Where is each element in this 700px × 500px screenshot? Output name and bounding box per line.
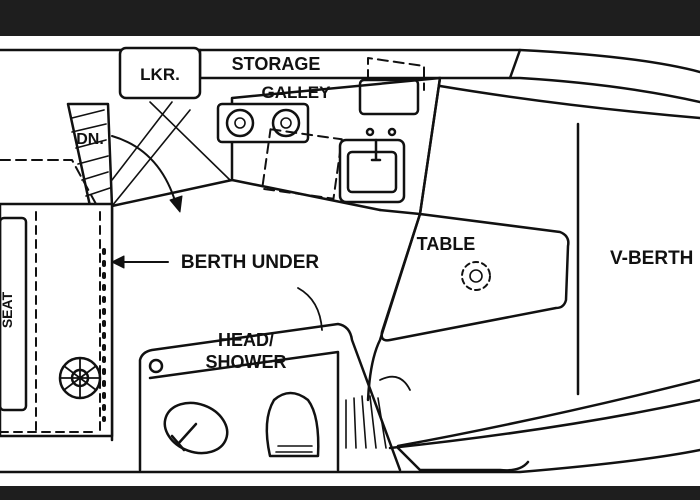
- head-sink-faucet: [170, 422, 198, 452]
- faucet-knob-left: [365, 127, 375, 137]
- head-vent: [148, 358, 164, 374]
- seat-dashes: [0, 211, 101, 433]
- table-pedestal: [461, 261, 491, 291]
- vberth-partition: [366, 76, 580, 402]
- hull-inner-line: [198, 76, 700, 104]
- faucet-knob-right: [387, 127, 397, 137]
- burner-left: [225, 108, 255, 138]
- burner-left-inner: [234, 117, 246, 129]
- galley-label: GALLEY: [262, 83, 332, 102]
- door-swing-arc: [297, 287, 323, 331]
- door-swing-arc-2: [379, 375, 411, 391]
- vberth-outline: [396, 84, 700, 448]
- seat-block: [0, 202, 114, 438]
- sink-small: [358, 78, 420, 116]
- top-bar: [0, 0, 700, 36]
- table-label: TABLE: [417, 234, 476, 254]
- stairs-steps: [71, 109, 111, 197]
- down-arrow-head: [169, 195, 183, 213]
- head-label-line2: SHOWER: [206, 352, 287, 372]
- head-sink: [163, 401, 229, 455]
- head-label-line1: HEAD/: [218, 330, 274, 350]
- dashed-cabinet: [367, 57, 425, 91]
- toilet-seat: [275, 445, 313, 453]
- dashed-fridge: [261, 128, 343, 200]
- hull-outline: [0, 48, 700, 474]
- down-label: DN.: [76, 131, 104, 148]
- hatched-wedge: [345, 395, 387, 449]
- stove: [216, 102, 310, 144]
- galley-sink: [338, 138, 406, 204]
- down-arrow-line: [111, 135, 177, 205]
- berth-under-arrowhead: [111, 255, 125, 269]
- dashed-bunk-outline: [0, 159, 97, 205]
- berth-under-label: BERTH UNDER: [181, 252, 320, 273]
- bottom-bar: [0, 486, 700, 500]
- hull-inner-bottom: [388, 398, 700, 450]
- table-outline: [380, 212, 570, 342]
- locker-label: LKR.: [140, 65, 180, 84]
- burner-right: [271, 108, 301, 138]
- galley-sink-basin: [346, 150, 398, 194]
- bottom-rail: [396, 446, 530, 472]
- storage-label: STORAGE: [232, 54, 321, 74]
- seat-label: SEAT: [0, 291, 15, 328]
- table-pedestal-inner: [469, 269, 483, 283]
- v-berth-label: V-BERTH: [610, 248, 693, 269]
- head-room-inner: [148, 350, 340, 472]
- seat-cushion: [0, 216, 28, 412]
- burner-right-inner: [280, 117, 292, 129]
- locker-box: [118, 46, 202, 100]
- toilet: [265, 391, 320, 458]
- wheel-spokes: [59, 357, 101, 399]
- sink-faucet: [370, 138, 382, 162]
- head-room-walls: [138, 322, 402, 472]
